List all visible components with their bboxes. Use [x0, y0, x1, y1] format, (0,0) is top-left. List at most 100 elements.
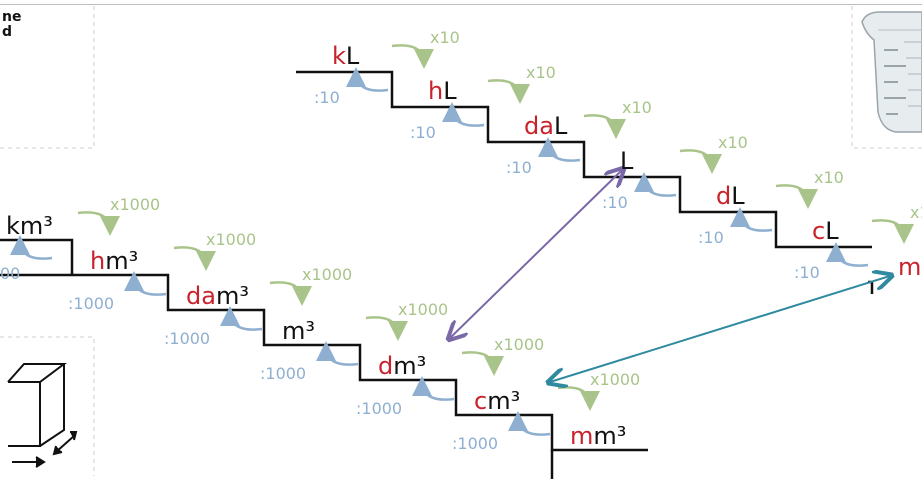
multiply-label: x10 — [430, 28, 460, 47]
multiply-arrow — [679, 149, 722, 174]
unit-base: m³ — [282, 317, 315, 345]
multiply-arrow — [461, 351, 504, 376]
divide-label: :1000 — [356, 399, 403, 418]
multiply-arrow — [871, 219, 914, 244]
liter-unit-kL: kL — [332, 43, 359, 69]
liter-unit-dL: dL — [716, 183, 745, 209]
unit-base: km³ — [6, 212, 53, 240]
divide-label: :10 — [410, 123, 436, 142]
multiply-arrow — [487, 79, 530, 104]
link-arrow-ml-cm3 — [550, 276, 890, 382]
unit-prefix: k — [332, 42, 346, 70]
measuring-cup-icon — [861, 11, 922, 133]
divide-label: :1000 — [164, 329, 211, 348]
unit-prefix: m — [898, 253, 922, 281]
liter-stair-end — [868, 280, 874, 294]
corner-title-line2: d — [2, 24, 13, 40]
unit-prefix: h — [90, 247, 106, 275]
unit-base: L — [731, 182, 745, 210]
multiply-arrow — [269, 281, 312, 306]
divide-label: :1000 — [452, 434, 499, 453]
divide-label: :1000 — [68, 294, 115, 313]
unit-prefix: c — [812, 217, 826, 245]
divide-arrow — [412, 376, 455, 401]
unit-base: L — [443, 77, 457, 105]
unit-base: m³ — [393, 352, 427, 380]
cubic-unit-cm3: cm³ — [474, 388, 520, 414]
unit-prefix: da — [524, 112, 554, 140]
cubic-stair-line — [0, 273, 648, 452]
divide-arrow — [316, 341, 359, 366]
unit-base: L — [345, 42, 360, 70]
divide-arrow — [346, 67, 389, 92]
unit-prefix: da — [186, 282, 216, 310]
divide-arrow — [124, 271, 167, 296]
divide-arrow — [508, 411, 551, 436]
cubic-unit-dm3: dm³ — [378, 353, 426, 379]
unit-prefix: h — [428, 77, 444, 105]
top-border — [0, 4, 922, 5]
multiply-label: x1000 — [590, 370, 641, 389]
cubic-unit-hm3: hm³ — [90, 248, 138, 274]
liter-unit-hL: hL — [428, 78, 457, 104]
unit-base: m³ — [593, 422, 627, 450]
divide-arrow — [10, 235, 53, 260]
multiply-label: x1000 — [494, 335, 545, 354]
conversion-arrows — [10, 44, 914, 436]
liter-unit-m: m — [898, 254, 921, 280]
multiply-arrow — [583, 114, 626, 139]
multiply-label: x10 — [910, 203, 922, 222]
divide-label: :10 — [794, 263, 820, 282]
cubic-unit-dam3: dam³ — [186, 283, 249, 309]
multiply-arrow — [391, 44, 434, 69]
divide-label: :10 — [506, 158, 532, 177]
corner-title-fragment: ne d — [2, 10, 21, 40]
cubic-unit-mm3: mm³ — [570, 423, 626, 449]
unit-prefix: d — [378, 352, 394, 380]
multiply-label: x10 — [718, 133, 748, 152]
link-arrow-l-dm3 — [450, 170, 622, 338]
multiply-label: x1000 — [206, 230, 257, 249]
liter-stair-line — [296, 70, 872, 249]
divide-label: :10 — [698, 228, 724, 247]
divide-arrow — [634, 172, 677, 197]
multiply-arrow — [173, 246, 216, 271]
multiply-arrow — [557, 386, 600, 411]
unit-base: L — [620, 147, 634, 175]
divide-arrow — [442, 102, 485, 127]
cubic-unit-basem3: km³ — [6, 213, 53, 239]
liter-unit-daL: daL — [524, 113, 567, 139]
corner-title-line1: ne — [2, 9, 22, 25]
unit-base: L — [825, 217, 839, 245]
cube-icon — [7, 363, 78, 468]
multiply-label: x1000 — [110, 195, 161, 214]
multiply-label: x10 — [814, 168, 844, 187]
unit-base: m³ — [215, 282, 249, 310]
multiply-arrow — [775, 184, 818, 209]
multiply-label: x10 — [622, 98, 652, 117]
cubic-stair-end — [550, 450, 554, 479]
cubic-unit-basem3: m³ — [282, 318, 315, 344]
divide-arrow — [220, 306, 263, 331]
divide-arrow — [730, 207, 773, 232]
unit-prefix: c — [474, 387, 488, 415]
unit-base: m³ — [487, 387, 521, 415]
multiply-arrow — [365, 316, 408, 341]
liter-unit-baseL: L — [620, 148, 633, 174]
divide-label: :10 — [314, 88, 340, 107]
multiply-label: x1000 — [302, 265, 353, 284]
unit-base: L — [553, 112, 568, 140]
divide-label: :10 — [602, 193, 628, 212]
multiply-label: x10 — [526, 63, 556, 82]
multiply-label: x1000 — [398, 300, 449, 319]
unit-prefix: d — [716, 182, 732, 210]
unit-base: m³ — [105, 247, 139, 275]
unit-prefix: m — [570, 422, 594, 450]
divide-label-partial: 00 — [0, 264, 21, 283]
divide-arrow — [538, 137, 581, 162]
liter-unit-cL: cL — [812, 218, 839, 244]
divide-label: :1000 — [260, 364, 307, 383]
panel-borders — [0, 6, 922, 476]
